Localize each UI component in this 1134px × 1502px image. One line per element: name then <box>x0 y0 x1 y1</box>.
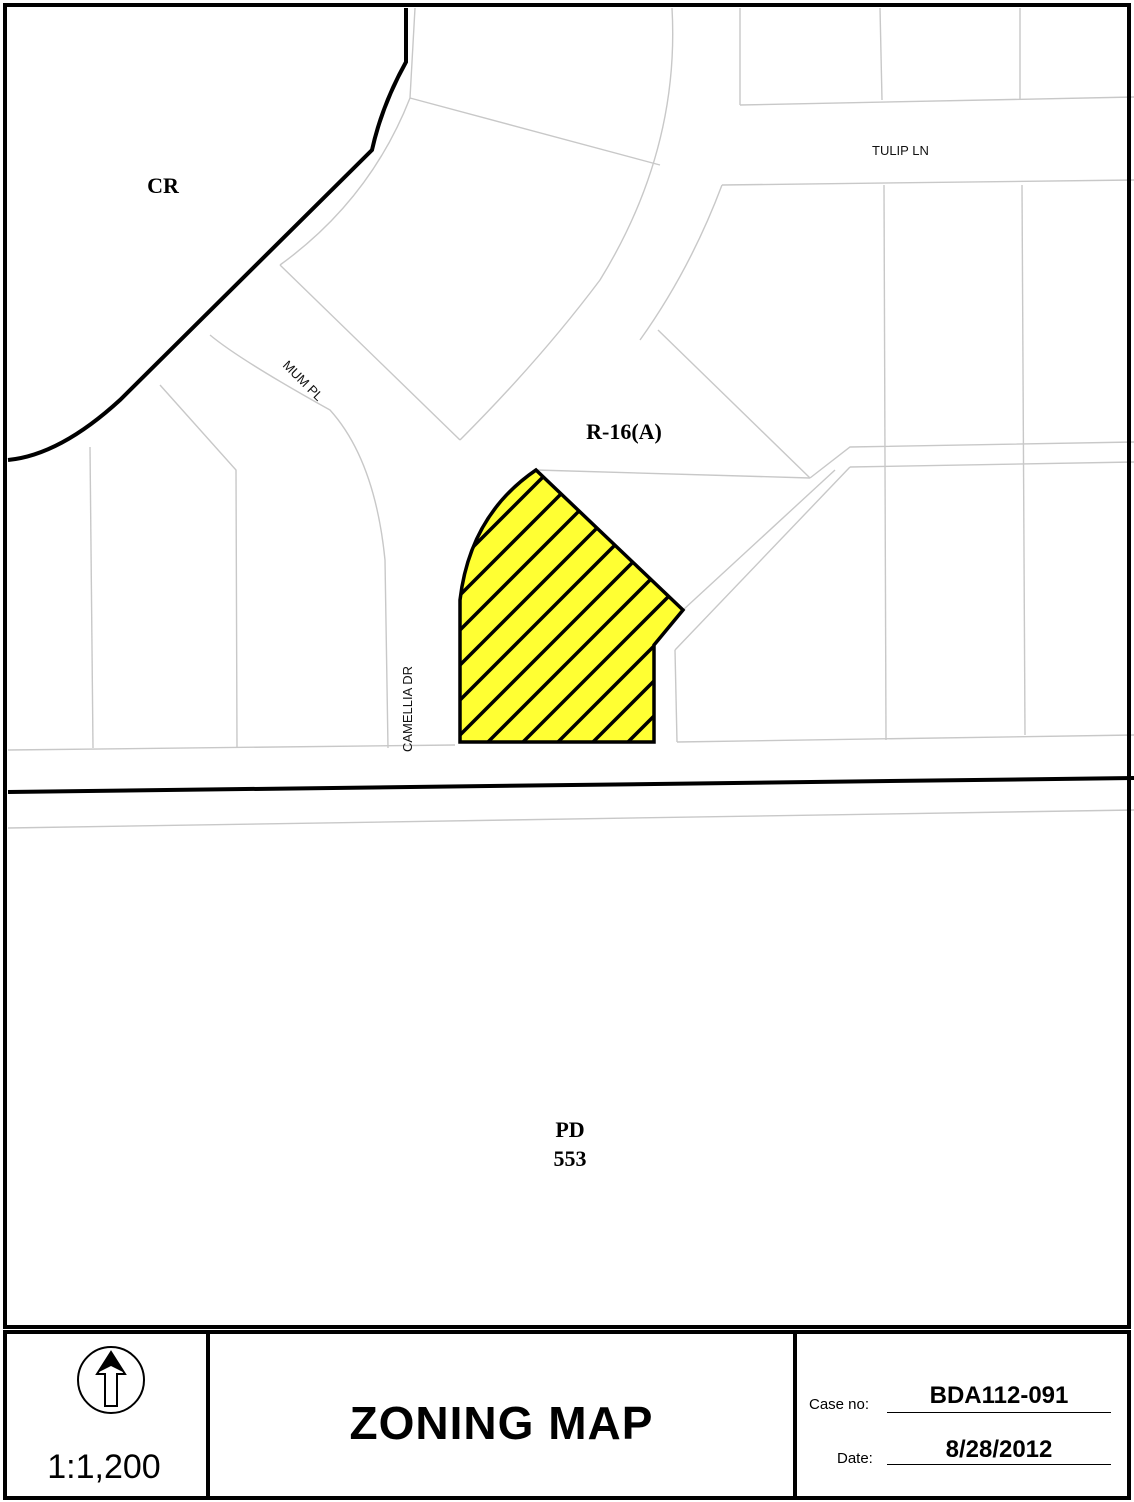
case-number-underline <box>887 1412 1111 1413</box>
map-title: ZONING MAP <box>349 1397 654 1449</box>
date-label: Date: <box>837 1450 873 1467</box>
zone-label-pd: PD <box>555 1117 584 1142</box>
case-cell: Case no: BDA112-091 Date: 8/28/2012 <box>795 1330 1134 1502</box>
date-value: 8/28/2012 <box>945 1436 1053 1463</box>
map-border <box>3 3 1131 1329</box>
title-block: 1:1,200 ZONING MAP Case no: BDA112-091 D… <box>0 1330 1134 1502</box>
zoning-boundaries <box>7 8 1134 794</box>
zone-label-pd-number: 553 <box>554 1146 587 1171</box>
map-canvas: CR R-16(A) PD 553 TULIP LN MUM PL CAMELL… <box>3 3 1134 1329</box>
subject-parcel <box>458 467 686 744</box>
zone-label-r16a: R-16(A) <box>586 419 662 444</box>
title-block-borders <box>3 1330 1131 1500</box>
scale-cell: 1:1,200 <box>0 1330 208 1502</box>
date-underline <box>887 1464 1111 1465</box>
map-scale: 1:1,200 <box>47 1448 161 1486</box>
parcel-lines <box>7 7 1134 829</box>
case-number-value: BDA112-091 <box>929 1382 1069 1409</box>
street-label-tulip: TULIP LN <box>872 143 929 158</box>
street-label-mum: MUM PL <box>280 358 326 404</box>
street-label-camellia: CAMELLIA DR <box>400 666 415 752</box>
title-cell: ZONING MAP <box>208 1330 795 1502</box>
zone-label-cr: CR <box>147 173 180 198</box>
north-arrow-icon <box>77 1346 145 1414</box>
case-number-label: Case no: <box>809 1396 870 1413</box>
